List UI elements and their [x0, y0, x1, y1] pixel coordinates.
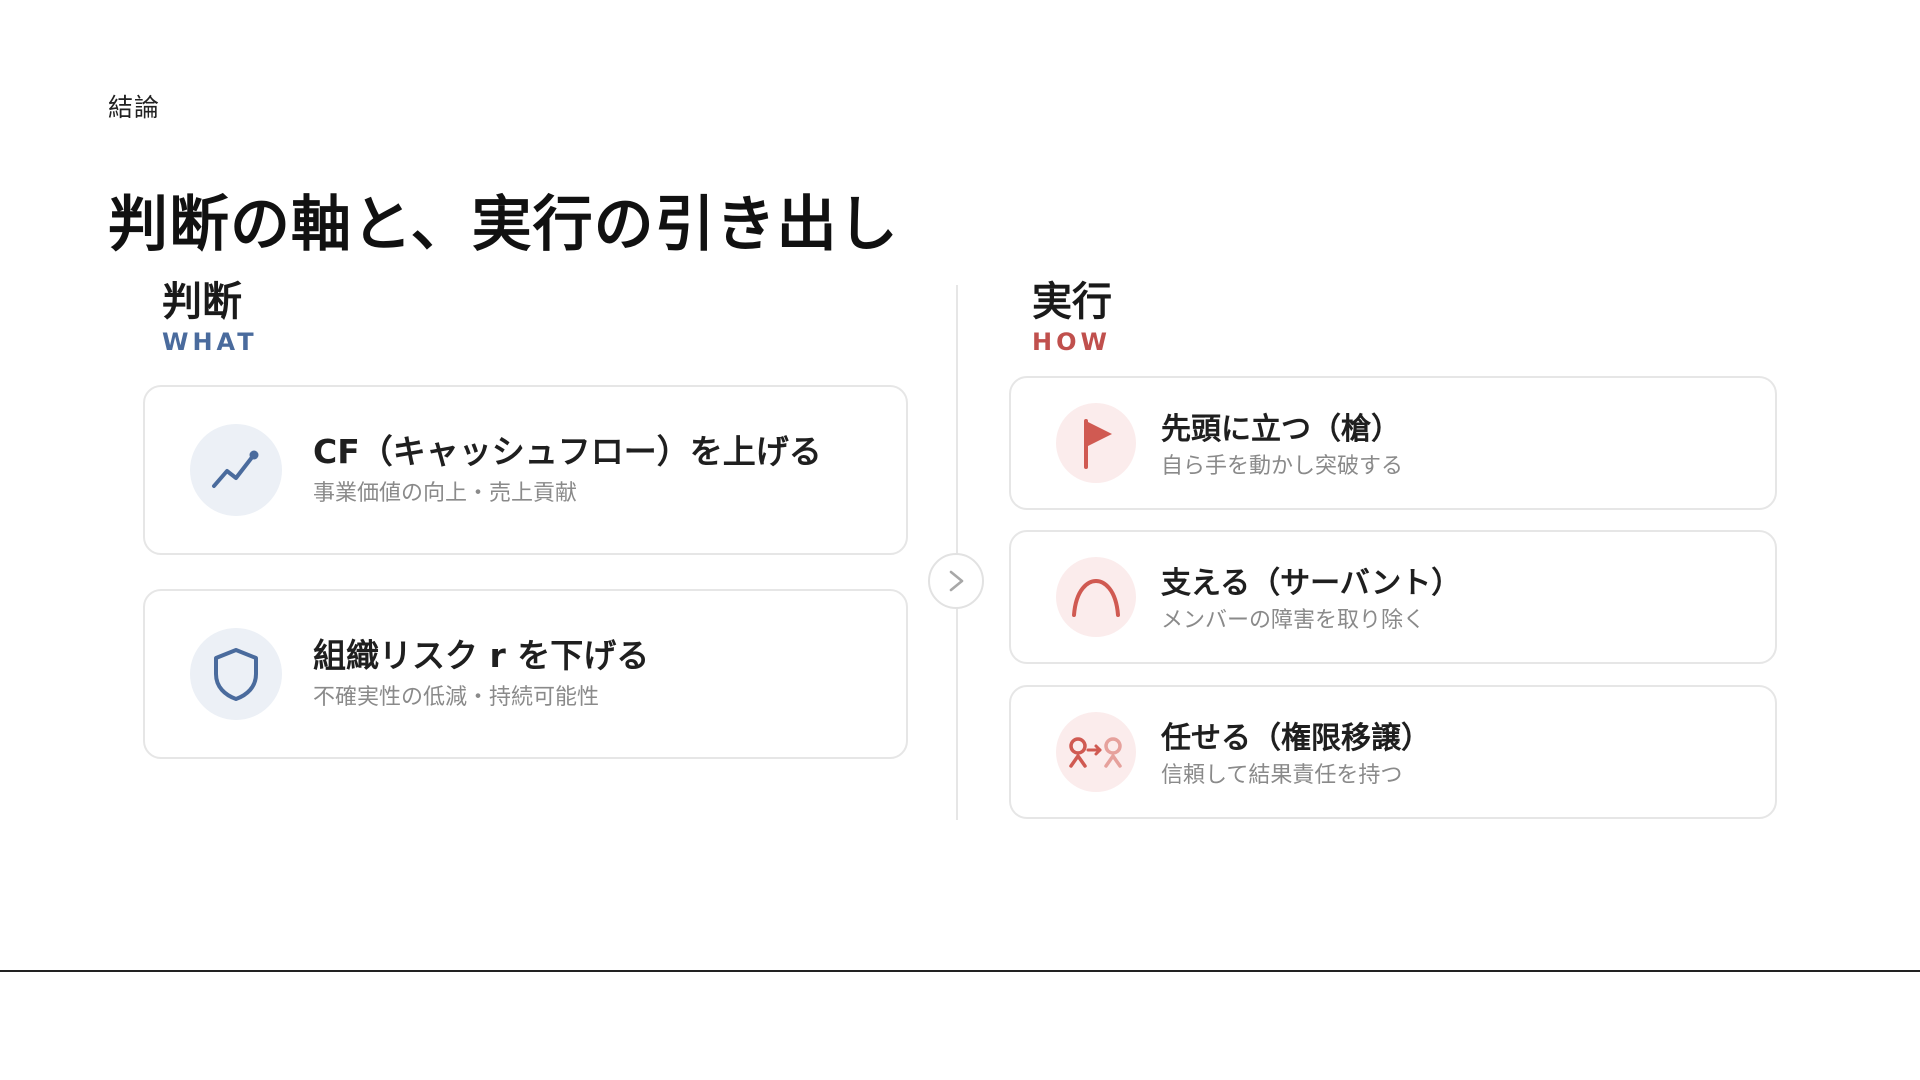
card-subtitle: 不確実性の低減・持続可能性: [313, 685, 600, 710]
execution-header: 実行 HOW: [1032, 280, 1112, 356]
card-title: 先頭に立つ（槍）: [1161, 412, 1401, 447]
card-title: 任せる（権限移譲）: [1161, 721, 1431, 756]
arch-icon: [1056, 557, 1136, 637]
column-divider: [956, 285, 958, 820]
card-title: 組織リスク r を下げる: [313, 636, 650, 675]
footer-rule: [0, 970, 1920, 972]
execution-card-support: 支える（サーバント） メンバーの障害を取り除く: [1009, 530, 1777, 664]
card-subtitle: 自ら手を動かし突破する: [1161, 454, 1404, 479]
card-title: CF（キャッシュフロー）を上げる: [313, 432, 822, 471]
judgment-subheading: WHAT: [162, 328, 258, 356]
execution-card-delegate: 任せる（権限移譲） 信頼して結果責任を持つ: [1009, 685, 1777, 819]
execution-heading: 実行: [1032, 279, 1112, 325]
card-subtitle: メンバーの障害を取り除く: [1161, 608, 1426, 633]
section-label: 結論: [108, 93, 161, 122]
execution-subheading: HOW: [1032, 328, 1111, 356]
flag-icon: [1056, 403, 1136, 483]
execution-card-lead: 先頭に立つ（槍） 自ら手を動かし突破する: [1009, 376, 1777, 510]
judgment-card-risk: 組織リスク r を下げる 不確実性の低減・持続可能性: [143, 589, 908, 759]
judgment-card-cashflow: CF（キャッシュフロー）を上げる 事業価値の向上・売上貢献: [143, 385, 908, 555]
card-subtitle: 信頼して結果責任を持つ: [1161, 763, 1403, 788]
delegate-icon: [1056, 712, 1136, 792]
card-title: 支える（サーバント）: [1161, 566, 1462, 601]
judgment-heading: 判断: [162, 279, 242, 325]
page-title: 判断の軸と、実行の引き出し: [108, 190, 899, 260]
card-subtitle: 事業価値の向上・売上貢献: [313, 481, 578, 506]
chevron-right-icon: [928, 553, 984, 609]
judgment-header: 判断 WHAT: [162, 280, 258, 356]
shield-icon: [190, 628, 282, 720]
trend-up-icon: [190, 424, 282, 516]
